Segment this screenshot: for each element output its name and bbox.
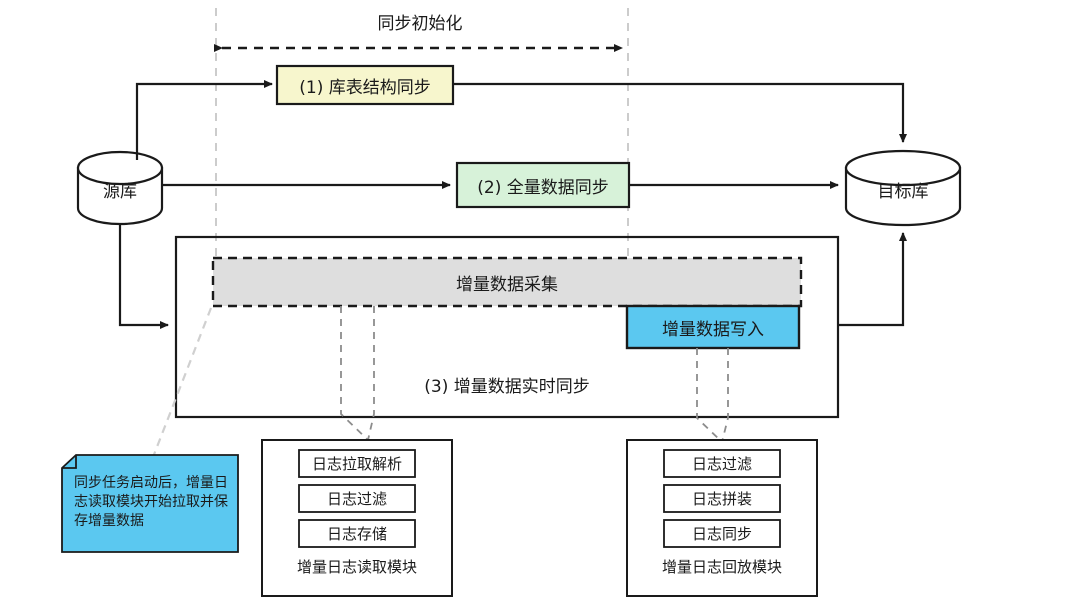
- connector-capture-to-note: [146, 307, 213, 471]
- step2-box: [455, 161, 631, 209]
- reader-item-1: 日志过滤: [326, 490, 387, 508]
- note-text: 同步任务启动后，增量日志读取模块开始拉取并保存增量数据: [74, 475, 228, 529]
- writer-box: [625, 304, 801, 350]
- capture-box: [211, 256, 803, 308]
- replay-item-0: 日志过滤: [691, 455, 752, 473]
- source-db-shape: [76, 150, 164, 226]
- step3-panel: [174, 235, 840, 419]
- writer-label: 增量数据写入: [662, 319, 764, 340]
- capture-label: 增量数据采集: [456, 274, 558, 295]
- step1-label: (1) 库表结构同步: [299, 77, 431, 98]
- reader-module-title: 增量日志读取模块: [296, 557, 417, 576]
- replay-module-frame: [626, 439, 818, 597]
- step1-box: [275, 64, 455, 106]
- target-db-shape: [844, 149, 962, 227]
- sync-init-label: 同步初始化: [377, 13, 463, 34]
- note-shape: [61, 454, 239, 553]
- reader-item-0: 日志拉取解析: [311, 455, 402, 473]
- step3-label: (3) 增量数据实时同步: [424, 376, 590, 397]
- replay-module-title: 增量日志回放模块: [661, 557, 782, 576]
- reader-module-frame: [261, 439, 453, 597]
- edge-step3-to-target: [838, 232, 907, 327]
- connector-capture-to-reader: [340, 306, 374, 440]
- edge-source-to-step1: [135, 80, 273, 160]
- step2-label: (2) 全量数据同步: [477, 177, 609, 198]
- replay-item-1: 日志拼装: [691, 490, 752, 508]
- target-db-label: 目标库: [877, 181, 929, 202]
- reader-item-2: 日志存储: [326, 525, 387, 543]
- replay-item-2: 日志同步: [691, 525, 752, 543]
- connector-writer-to-replay: [696, 348, 728, 442]
- source-db-label: 源库: [103, 181, 137, 202]
- edge-source-to-step3: [118, 224, 169, 329]
- edge-step1-to-target: [453, 82, 907, 143]
